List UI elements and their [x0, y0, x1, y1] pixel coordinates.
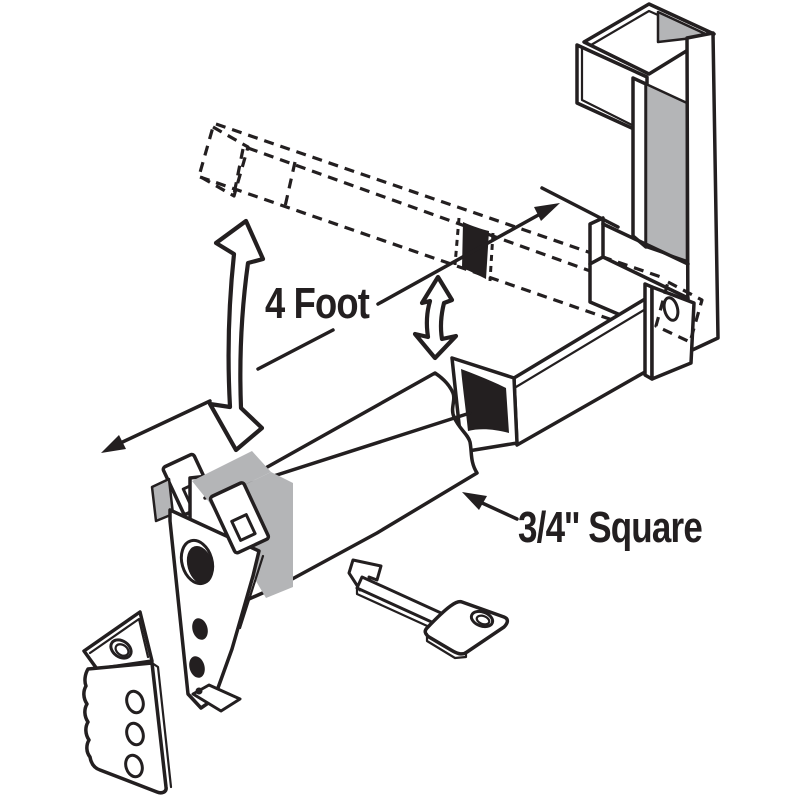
- ghost-rod-end-position: [654, 280, 704, 344]
- rod-right-section: [450, 294, 654, 454]
- angle-bracket-hole-1: [125, 689, 145, 715]
- tube-end-shade-top: [192, 451, 271, 502]
- pivot-hole: [662, 296, 680, 322]
- mounting-hole-large: [186, 545, 214, 585]
- angle-bracket: [82, 610, 173, 795]
- clamp-prong-front: [208, 481, 271, 555]
- dimension-arrowhead-right: [534, 203, 560, 221]
- size-pointer-arrow: [462, 492, 519, 521]
- mounting-hole-mid: [192, 618, 208, 640]
- dimension-arrowhead-left: [101, 435, 126, 453]
- size-label: 3/4'' Square: [518, 503, 702, 552]
- mounting-hole-low: [189, 656, 205, 678]
- tube-opening: [461, 369, 509, 433]
- flat-key: [347, 558, 510, 660]
- length-label: 4 Foot: [265, 279, 370, 328]
- callout-arrowhead: [462, 492, 487, 510]
- mounting-hole-dot: [195, 687, 203, 695]
- bracket-channel-shade: [644, 82, 689, 263]
- angle-bracket-hole-2: [125, 721, 145, 747]
- length-dimension: [101, 186, 620, 453]
- pivot-swing-arrow-large: [207, 218, 266, 453]
- rod-left-section: [150, 371, 479, 713]
- angle-bracket-top-hole: [109, 638, 133, 660]
- angle-bracket-hole-3: [124, 753, 144, 779]
- bracket-foot: [191, 683, 242, 713]
- pivot-swing-arrow-small: [412, 274, 459, 361]
- support-bracket: [168, 481, 271, 713]
- hanger-bracket: [575, 2, 720, 354]
- pivot-tab: [643, 280, 704, 381]
